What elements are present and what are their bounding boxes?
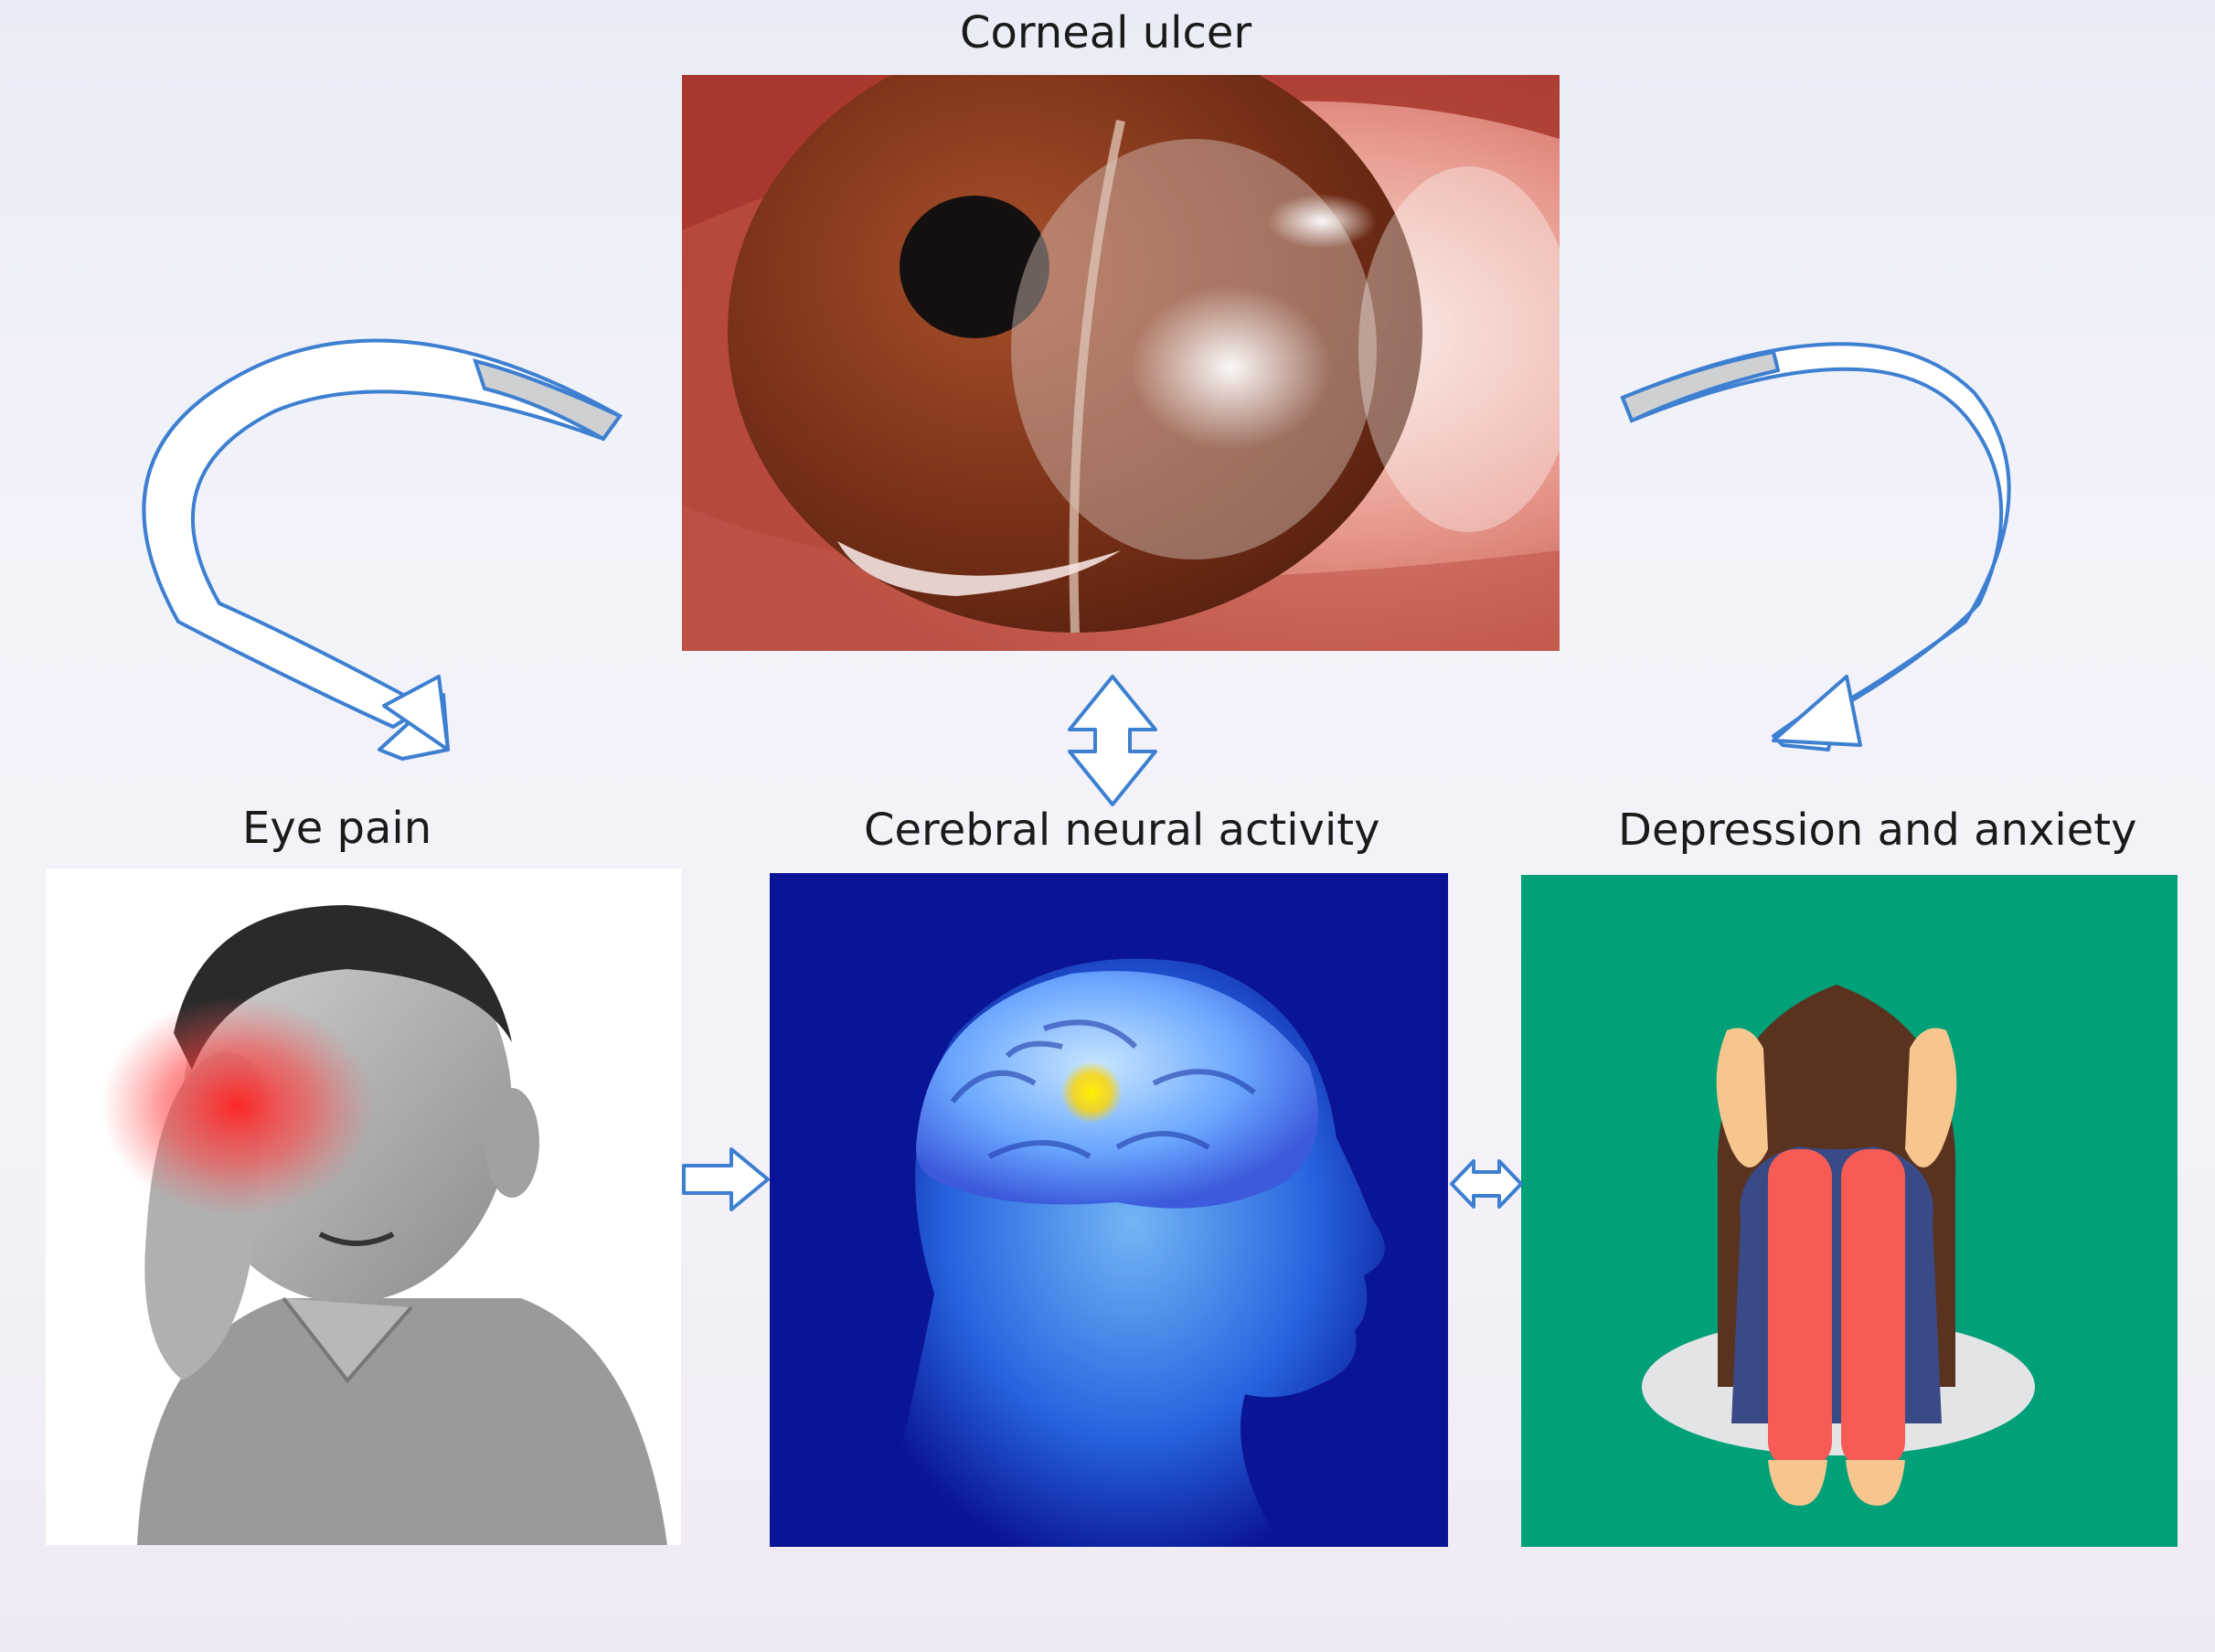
label-corneal-ulcer: Corneal ulcer — [960, 7, 1252, 59]
vertical-double-arrow — [1068, 675, 1157, 806]
brain-panel — [770, 873, 1448, 1547]
label-eye-pain: Eye pain — [242, 803, 432, 854]
eye-closeup-icon — [682, 75, 1560, 651]
arrow-eye-pain-to-brain — [682, 1147, 770, 1211]
eye-pain-photo — [46, 869, 681, 1545]
label-depression-anxiety: Depression and anxiety — [1618, 805, 2137, 856]
man-holding-eye-icon — [46, 869, 681, 1545]
curved-arrow-right — [1620, 342, 2011, 751]
brain-head-icon — [770, 873, 1448, 1547]
arrow-brain-depression-double — [1450, 1159, 1523, 1209]
label-cerebral-neural-activity: Cerebral neural activity — [864, 805, 1380, 856]
depression-panel — [1521, 875, 2178, 1547]
curved-arrow-left — [142, 338, 623, 761]
sitting-person-icon — [1521, 875, 2178, 1547]
corneal-ulcer-photo — [682, 75, 1560, 651]
